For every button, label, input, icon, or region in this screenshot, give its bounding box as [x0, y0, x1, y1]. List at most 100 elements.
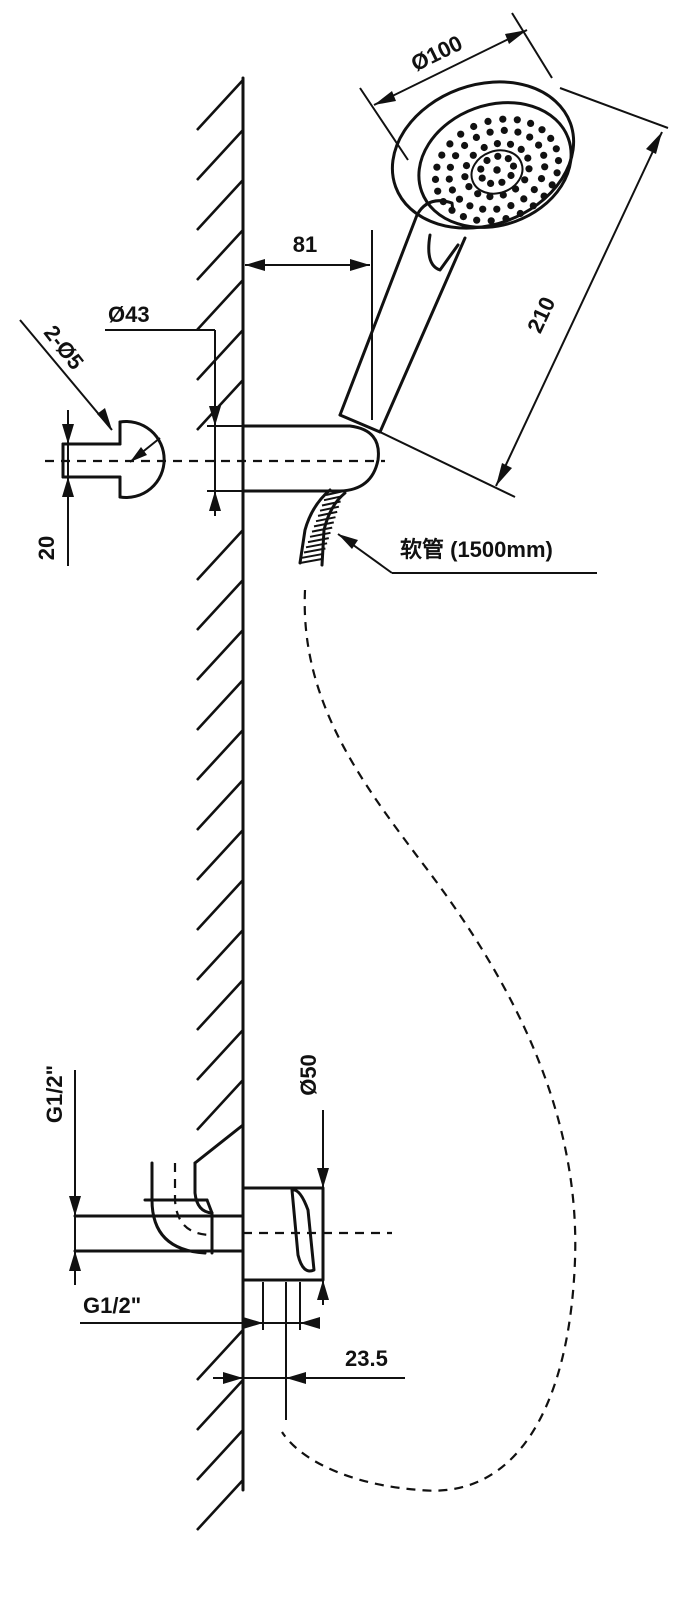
holder-projection-label: 81	[293, 232, 317, 257]
dim-hole-spacing: 20	[34, 410, 74, 566]
nozzle-dot	[524, 154, 532, 162]
nozzle-dot	[452, 152, 460, 160]
nozzle-dot	[434, 187, 442, 195]
hose-ring	[301, 552, 324, 559]
nozzle-dot	[493, 166, 501, 174]
nozzle-dot	[525, 165, 533, 173]
nozzle-dot	[521, 176, 529, 184]
head-length-label: 210	[522, 293, 560, 337]
nozzle-dot	[479, 205, 487, 213]
hose-ring	[303, 547, 326, 554]
nozzle-dot	[493, 205, 501, 213]
hose-ring	[311, 526, 333, 533]
nozzle-dot	[439, 198, 447, 206]
nozzle-dot	[537, 175, 546, 183]
nozzle-dot	[487, 179, 495, 187]
nozzle-dot	[541, 163, 549, 171]
hose-ring	[313, 521, 334, 528]
hose-ring	[309, 531, 331, 538]
nozzle-dot	[455, 195, 464, 203]
nozzle-dot	[499, 115, 507, 123]
screw-holes-label: 2-Ø5	[39, 320, 89, 374]
nozzle-dot	[431, 175, 440, 183]
nozzle-dot	[511, 185, 520, 193]
nozzle-dot	[480, 143, 488, 152]
nozzle-dot	[502, 215, 510, 223]
hand-shower-head	[338, 80, 576, 434]
nozzle-dot	[540, 151, 548, 159]
dim-holder-diameter: Ø43	[105, 302, 243, 516]
nozzle-dot	[554, 157, 563, 165]
nozzle-dot	[493, 140, 501, 148]
hatch-line	[196, 1479, 244, 1531]
nozzle-dot	[486, 128, 494, 136]
nozzle-dot	[548, 181, 556, 189]
nozzle-dot	[462, 162, 471, 170]
hose-ring	[325, 490, 345, 496]
holder-diameter-label: Ø43	[108, 302, 150, 327]
nozzle-dot	[547, 134, 555, 142]
wall	[196, 76, 245, 1531]
nozzle-dot	[448, 186, 456, 194]
elbow-inner	[193, 1161, 214, 1215]
wall-outlet	[241, 1186, 392, 1420]
nozzle-dot	[461, 141, 469, 150]
shower-nozzles	[431, 115, 563, 225]
nozzle-dot	[445, 175, 453, 183]
outlet-diameter-label: Ø50	[296, 1054, 321, 1096]
nozzle-dot	[498, 178, 506, 186]
inlet-thread-vertical-label: G1/2"	[42, 1065, 67, 1123]
nozzle-dot	[499, 191, 507, 199]
nozzle-dot	[472, 133, 480, 141]
nozzle-dot	[540, 192, 548, 200]
nozzle-dot	[553, 169, 561, 177]
nozzle-dot	[477, 165, 485, 173]
nozzle-dot	[457, 130, 465, 138]
nozzle-dot	[469, 151, 477, 159]
hatch-line	[196, 729, 244, 781]
head-diameter-label: Ø100	[407, 30, 466, 76]
dim-outlet-diameter: Ø50	[296, 1054, 329, 1305]
hose-path	[281, 589, 577, 1492]
hole-spacing-label: 20	[34, 536, 59, 560]
hatch-line	[196, 1429, 244, 1481]
nozzle-dot	[478, 174, 486, 182]
water-inlet-elbow	[73, 1123, 245, 1255]
nozzle-dot	[529, 202, 537, 210]
hatch-line	[196, 1329, 244, 1381]
hatch-line	[196, 529, 244, 581]
hatch-line	[196, 679, 244, 731]
hatch-line	[196, 129, 244, 181]
nozzle-dot	[487, 217, 495, 225]
shower-neck	[427, 233, 460, 272]
hatch-line	[196, 1029, 244, 1081]
hose-ring	[317, 510, 338, 517]
nozzle-dot	[527, 119, 535, 127]
hose-ring	[321, 500, 341, 507]
hose	[281, 488, 577, 1492]
hose-ring	[315, 516, 336, 523]
dim-holder-projection: 81	[245, 230, 373, 420]
hatch-line	[196, 929, 244, 981]
elbow-outer	[150, 1161, 207, 1255]
hatch-line	[196, 629, 244, 681]
hose-label: 软管 (1500mm)	[400, 537, 553, 562]
nozzle-dot	[513, 116, 521, 124]
shower-handle-right	[378, 236, 467, 434]
hatch-line	[196, 779, 244, 831]
outlet-offset-label: 23.5	[345, 1346, 388, 1371]
nozzle-dot	[474, 190, 482, 198]
nozzle-dot	[514, 128, 522, 136]
wall-hatching	[196, 79, 244, 1531]
nozzle-dot	[448, 206, 456, 214]
nozzle-dot	[473, 216, 481, 224]
hatch-line	[196, 229, 244, 281]
hatch-line	[196, 829, 244, 881]
hatch-line	[196, 179, 244, 231]
holder-round-plate	[118, 420, 166, 499]
hose-ring	[319, 505, 340, 512]
shower-handle-left	[338, 199, 455, 417]
nozzle-dot	[494, 152, 502, 160]
nozzle-dot	[465, 183, 473, 191]
holder-side-view	[61, 420, 166, 499]
